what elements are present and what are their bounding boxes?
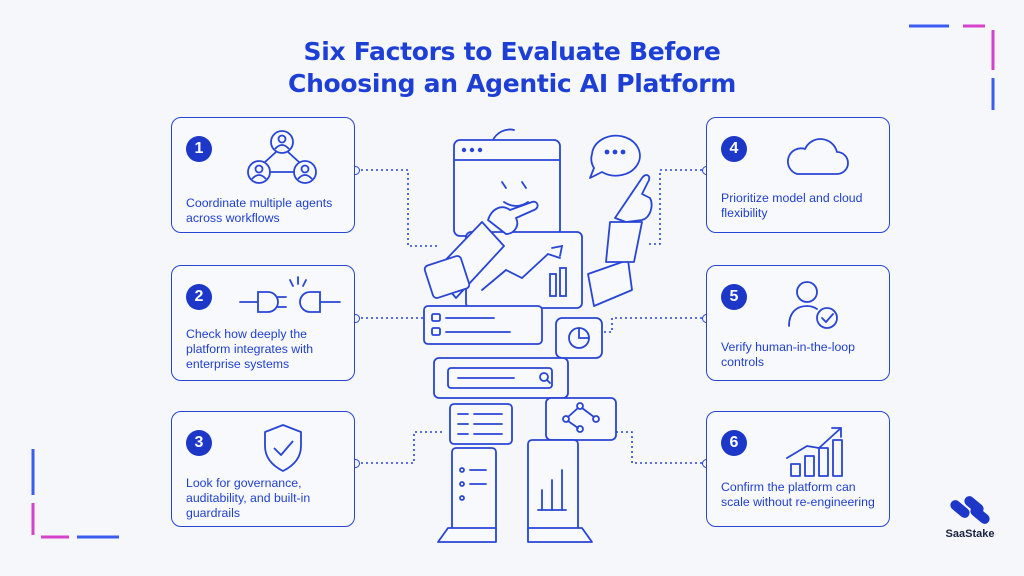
corner-decoration-bottom-left <box>31 449 119 539</box>
page-title: Six Factors to Evaluate Before Choosing … <box>0 36 1024 100</box>
plug-connector-icon <box>239 276 341 313</box>
factor-text: Check how deeply the platform integrates… <box>186 327 314 371</box>
factor-text: Prioritize model and cloud flexibility <box>721 191 863 220</box>
factor-number-badge: 1 <box>186 136 212 162</box>
factor-text: Verify human-in-the-loop controls <box>721 340 855 369</box>
title-line-2: Choosing an Agentic AI Platform <box>288 69 736 98</box>
factor-number-badge: 4 <box>721 136 747 162</box>
shield-check-icon <box>264 424 302 472</box>
factor-card-1: 1 Coordinate multiple agents across work… <box>171 117 355 233</box>
factor-number-badge: 5 <box>721 284 747 310</box>
factor-card-6: 6 Confirm the platform can scale without… <box>706 411 890 527</box>
brand-name: SaaStake <box>945 528 995 540</box>
corner-decoration-top-right <box>909 24 995 110</box>
factor-text: Confirm the platform can scale without r… <box>721 480 875 509</box>
factor-card-4: 4 Prioritize model and cloud flexibility <box>706 117 890 233</box>
factor-text: Coordinate multiple agents across workfl… <box>186 196 333 225</box>
factor-number-badge: 3 <box>186 430 212 456</box>
cloud-icon <box>787 138 849 175</box>
title-line-1: Six Factors to Evaluate Before <box>303 37 721 66</box>
user-check-icon <box>788 281 838 329</box>
factor-card-3: 3 Look for governance, auditability, and… <box>171 411 355 527</box>
users-network-icon <box>247 130 317 184</box>
factor-text: Look for governance, auditability, and b… <box>186 476 311 520</box>
factor-card-5: 5 Verify human-in-the-loop controls <box>706 265 890 381</box>
growth-chart-icon <box>786 427 843 477</box>
factor-number-badge: 2 <box>186 284 212 310</box>
robot-illustration <box>423 128 653 543</box>
brand-logo: SaaStake <box>940 494 1000 540</box>
saastake-logo-icon <box>950 496 990 524</box>
factor-card-2: 2 Check how deeply the platform integrat… <box>171 265 355 381</box>
factor-number-badge: 6 <box>721 430 747 456</box>
